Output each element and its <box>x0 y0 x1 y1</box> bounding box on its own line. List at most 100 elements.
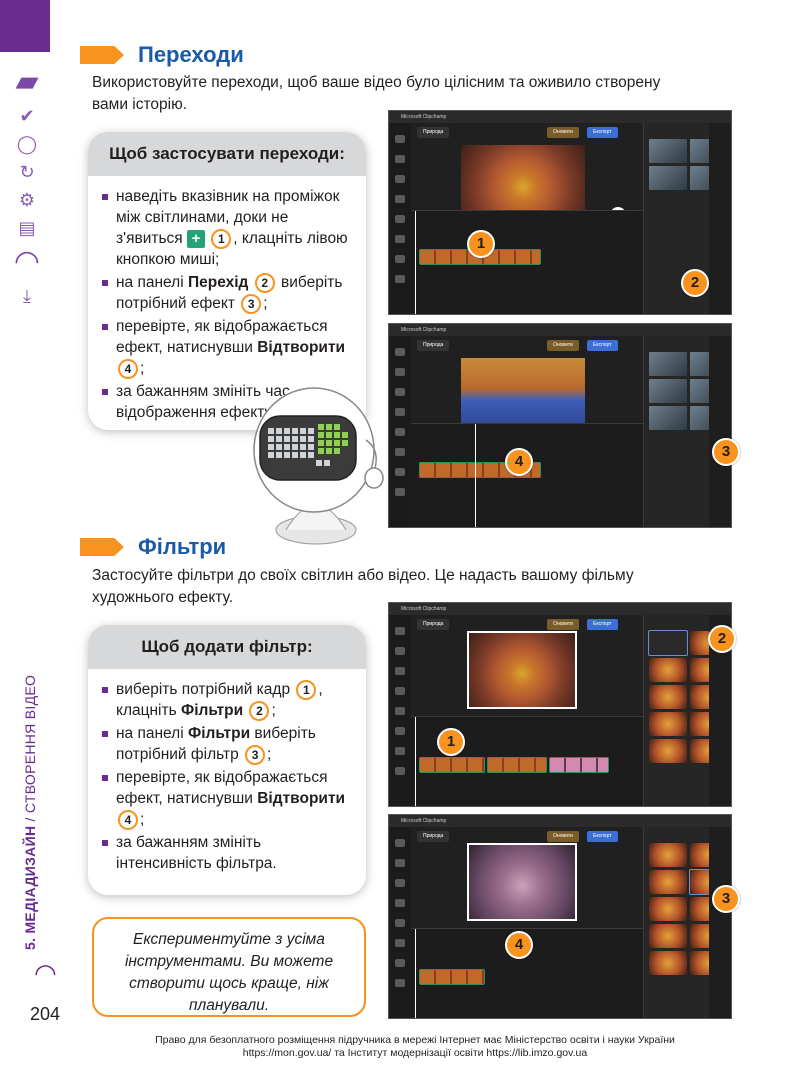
chapter-label-rest: / СТВОРЕННЯ ВІДЕО <box>22 674 38 826</box>
heading-arrow-icon <box>80 538 124 556</box>
callout-4: 4 <box>505 448 533 476</box>
refresh-icon: ↻ <box>19 162 35 182</box>
callout-1: 1 <box>467 230 495 258</box>
playhead[interactable] <box>415 717 416 806</box>
filters-card-title: Щоб додати фільтр: <box>88 625 366 669</box>
timeline-clip[interactable] <box>419 757 485 773</box>
step-number: 3 <box>245 744 266 765</box>
page-number: 204 <box>30 1004 61 1024</box>
tip-box: Експериментуйте з усіма інструментами. В… <box>92 917 366 1017</box>
step-number: 4 <box>118 809 138 830</box>
properties-rail[interactable] <box>709 336 731 527</box>
project-name[interactable]: Природа <box>417 127 450 138</box>
export-button[interactable]: Експорт <box>587 340 618 351</box>
step-bold: Фільтри <box>180 702 244 719</box>
step-text: ; <box>267 746 272 763</box>
step-text: ; <box>140 360 145 377</box>
step-text: виберіть потрібний фільтр <box>116 725 316 763</box>
step-text: ; <box>140 811 145 828</box>
side-icon-strip: ▰ ✔ ◯ ↻ ⚙ ▤ ◠ ⤓ <box>10 62 44 310</box>
transitions-heading: Переходи <box>80 40 244 70</box>
project-name[interactable]: Природа <box>417 619 450 630</box>
timeline-clip[interactable] <box>549 757 609 773</box>
clipchamp-screenshot-transitions-1: Microsoft Clipchamp Природа Оновити Експ… <box>388 110 732 315</box>
clipchamp-screenshot-transitions-2: Microsoft Clipchamp Природа Оновити Експ… <box>388 323 732 528</box>
filters-intro: Застосуйте фільтри до своїх світлин або … <box>92 567 634 606</box>
upgrade-button[interactable]: Оновити <box>547 619 579 630</box>
clipchamp-screenshot-filters-2: Microsoft Clipchamp Природа Оновити Експ… <box>388 814 732 1019</box>
heading-arrow-icon <box>80 46 124 64</box>
gear-icon: ⚙ <box>18 190 36 210</box>
export-button[interactable]: Експорт <box>587 619 618 630</box>
footer: Право для безоплатного розміщення підруч… <box>60 1034 770 1060</box>
upgrade-button[interactable]: Оновити <box>547 127 579 138</box>
window-title: Microsoft Clipchamp <box>389 111 731 123</box>
step-text: ; <box>263 295 268 312</box>
step-text: , клацніть <box>116 681 323 719</box>
project-name[interactable]: Природа <box>417 831 450 842</box>
list-item: за бажанням змініть інтенсивність фільтр… <box>102 832 352 874</box>
filters-title: Фільтри <box>138 534 227 559</box>
playhead[interactable] <box>415 211 416 314</box>
step-number: 2 <box>249 700 270 721</box>
list-item: на панелі Перехід 2 виберіть потрібний е… <box>102 272 352 314</box>
app-left-sidebar <box>389 827 411 1018</box>
step-number: 3 <box>241 293 262 314</box>
callout-3: 3 <box>712 438 740 466</box>
transitions-card: Щоб застосувати переходи: наведіть вказі… <box>88 132 366 430</box>
upgrade-button[interactable]: Оновити <box>547 340 579 351</box>
transitions-title: Переходи <box>138 42 244 67</box>
properties-rail[interactable] <box>709 827 731 1018</box>
app-toolbar: Природа Оновити Експорт <box>415 619 641 633</box>
step-number: 1 <box>211 228 232 249</box>
video-preview <box>467 631 577 709</box>
playhead[interactable] <box>415 929 416 1018</box>
project-name[interactable]: Природа <box>417 340 450 351</box>
transitions-intro: Використовуйте переходи, щоб ваше відео … <box>92 74 661 113</box>
step-text: перевірте, як відображається ефект, нати… <box>116 318 328 356</box>
app-left-sidebar <box>389 123 411 314</box>
callout-1: 1 <box>437 728 465 756</box>
timeline-clip[interactable] <box>419 969 485 985</box>
upgrade-button[interactable]: Оновити <box>547 831 579 842</box>
export-button[interactable]: Експорт <box>587 831 618 842</box>
chapter-corner-tab <box>0 0 50 52</box>
step-number: 1 <box>296 679 317 700</box>
wifi-icon: ◠ <box>13 245 41 278</box>
document-icon: ▤ <box>18 218 36 238</box>
footer-line-1: Право для безоплатного розміщення підруч… <box>155 1034 675 1046</box>
bulb-icon: ◯ <box>16 134 38 154</box>
step-bold: Фільтри <box>187 725 251 742</box>
properties-rail[interactable] <box>709 615 731 806</box>
video-preview <box>467 843 577 921</box>
playhead[interactable] <box>475 424 476 527</box>
callout-4: 4 <box>505 931 533 959</box>
step-text: виберіть потрібний кадр <box>116 681 291 698</box>
video-preview <box>461 145 585 221</box>
chapter-label: 5. МЕДІАДИЗАЙН / СТВОРЕННЯ ВІДЕО <box>22 675 44 950</box>
callout-2: 2 <box>681 269 709 297</box>
app-left-sidebar <box>389 615 411 806</box>
step-number: 4 <box>118 358 138 379</box>
folder-icon: ▰ <box>15 65 39 98</box>
step-text: перевірте, як відображається ефект, нати… <box>116 769 328 807</box>
transitions-card-title: Щоб застосувати переходи: <box>88 132 366 176</box>
app-toolbar: Природа Оновити Експорт <box>415 127 641 141</box>
list-item: на панелі Фільтри виберіть потрібний філ… <box>102 723 352 765</box>
app-toolbar: Природа Оновити Експорт <box>415 831 641 845</box>
step-text: на панелі <box>116 725 188 742</box>
step-text: наведіть вказівник на проміжок між світл… <box>116 188 340 247</box>
window-title: Microsoft Clipchamp <box>389 603 731 615</box>
list-item: перевірте, як відображається ефект, нати… <box>102 316 352 379</box>
export-button[interactable]: Експорт <box>587 127 618 138</box>
timeline-clip[interactable] <box>487 757 547 773</box>
filters-card: Щоб додати фільтр: виберіть потрібний ка… <box>88 625 366 895</box>
list-item: наведіть вказівник на проміжок між світл… <box>102 186 352 270</box>
properties-rail[interactable] <box>709 123 731 314</box>
callout-3: 3 <box>712 885 740 913</box>
step-bold: Відтворити <box>257 339 346 356</box>
list-item: виберіть потрібний кадр 1, клацніть Філь… <box>102 679 352 721</box>
step-bold: Перехід <box>187 274 249 291</box>
add-transition-icon: + <box>186 229 205 248</box>
step-text: на панелі <box>116 274 188 291</box>
